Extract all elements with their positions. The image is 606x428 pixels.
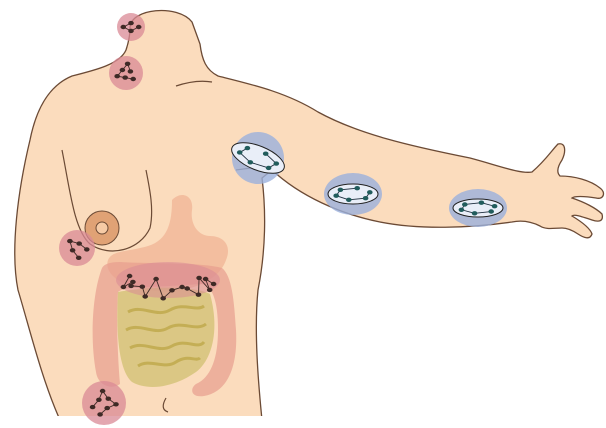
supraclavicular-node-cluster — [109, 56, 143, 90]
lymph-node — [128, 69, 134, 73]
lymph-node — [128, 29, 134, 33]
lymph-node — [96, 398, 102, 402]
lymph-node — [346, 198, 352, 202]
lymph-node — [472, 211, 478, 215]
lymph-node — [140, 285, 146, 289]
lymph-node — [274, 161, 280, 165]
lymph-node — [266, 166, 272, 170]
lymph-node — [203, 277, 209, 281]
lymph-node — [67, 239, 73, 243]
inguinal-node-cluster — [82, 381, 126, 425]
lymph-node — [184, 286, 190, 290]
lymph-node — [122, 75, 128, 79]
upper-arm-lymphatic-section — [324, 173, 382, 215]
neck-node-cluster — [117, 13, 145, 41]
lymph-node — [130, 280, 136, 284]
lymph-node — [354, 186, 360, 190]
lymph-node — [106, 397, 112, 401]
lymph-node — [104, 406, 110, 410]
lymph-node — [492, 204, 498, 208]
lymph-node — [211, 282, 217, 286]
lymph-node — [100, 389, 106, 393]
lymph-node — [488, 209, 494, 213]
lymph-node — [142, 294, 148, 298]
axillary-node-cluster-zone — [59, 230, 95, 266]
lymph-node — [179, 285, 185, 289]
lymph-node — [196, 276, 202, 280]
lymph-node — [128, 284, 134, 288]
lymph-node — [169, 288, 175, 292]
lymph-node — [462, 202, 468, 206]
lymph-node — [97, 412, 103, 416]
lymph-node — [84, 247, 90, 251]
lymph-node — [248, 160, 254, 164]
lymph-node — [114, 74, 120, 78]
lymph-node — [363, 196, 369, 200]
lymph-node — [128, 21, 134, 25]
lymph-node — [245, 146, 251, 150]
lymph-node — [113, 402, 119, 406]
lymph-node — [121, 25, 127, 29]
lymph-node — [127, 274, 133, 278]
lymph-node — [367, 190, 373, 194]
lymph-node — [207, 288, 213, 292]
lymph-node — [70, 248, 76, 252]
lymph-node — [136, 25, 142, 29]
lymph-node — [121, 285, 127, 289]
supraclavicular-node-cluster-zone — [109, 56, 143, 90]
axillary-node-cluster — [59, 230, 95, 266]
lymph-node — [333, 194, 339, 198]
lymph-node — [160, 296, 166, 300]
lymph-vessel — [199, 278, 200, 295]
lymph-node — [76, 256, 82, 260]
lymph-node — [130, 77, 136, 81]
lymph-node — [125, 62, 131, 66]
lymph-node — [459, 208, 465, 212]
lymph-node — [338, 188, 344, 192]
lymph-node — [153, 277, 159, 281]
lymph-node — [76, 241, 82, 245]
lymph-node — [263, 152, 269, 156]
lymph-node — [120, 68, 126, 72]
lymph-node — [237, 150, 243, 154]
nipple-center — [96, 222, 108, 234]
lymph-node — [196, 293, 202, 297]
lymph-node — [90, 405, 96, 409]
lymph-node — [479, 201, 485, 205]
inguinal-node-cluster-zone — [82, 381, 126, 425]
forearm-lymphatic-section — [449, 189, 507, 227]
